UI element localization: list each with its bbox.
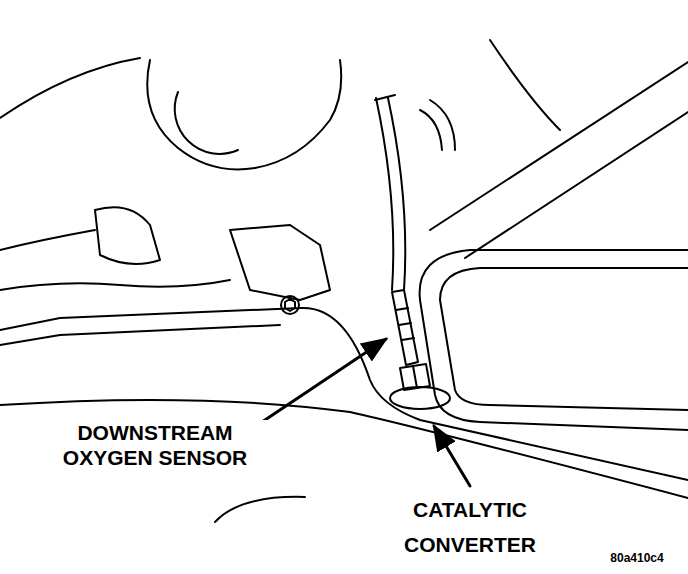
sensor-nut	[400, 364, 430, 390]
sensor-boss	[390, 387, 450, 409]
housing-arc	[175, 92, 238, 154]
part-label: CATALYTIC CONVERTER	[375, 492, 565, 562]
cross-member	[0, 308, 688, 480]
housing-outline	[255, 60, 341, 168]
bolt	[281, 296, 299, 314]
catalytic-converter	[440, 300, 688, 410]
catalytic-converter	[420, 300, 688, 430]
housing-outline	[0, 280, 230, 290]
cross-member	[0, 400, 688, 498]
figure-code: 80a410c4	[592, 551, 682, 565]
part-label: DOWNSTREAM OXYGEN SENSOR	[30, 420, 280, 470]
cross-member	[0, 325, 280, 345]
bracket	[230, 225, 330, 300]
wire-clip	[420, 110, 442, 150]
housing-outline	[147, 60, 255, 169]
leader-line	[434, 426, 470, 486]
sensor-ridges	[396, 308, 414, 340]
crossmember-arc	[215, 497, 305, 522]
wire-clip	[430, 100, 455, 150]
leader-line	[256, 339, 386, 426]
sensor-nut-edge	[413, 366, 417, 388]
sensor-wire	[375, 95, 395, 100]
catalytic-converter	[440, 268, 688, 300]
heat-shield	[465, 112, 688, 258]
sensor-wire	[376, 98, 393, 290]
heat-shield	[490, 40, 560, 130]
housing-outline	[0, 230, 95, 250]
sensor-body	[392, 290, 418, 365]
catalytic-converter	[420, 250, 688, 300]
heat-shield	[430, 62, 688, 230]
bracket	[95, 207, 160, 264]
housing-outline	[0, 58, 140, 118]
sensor-wire	[388, 98, 405, 290]
